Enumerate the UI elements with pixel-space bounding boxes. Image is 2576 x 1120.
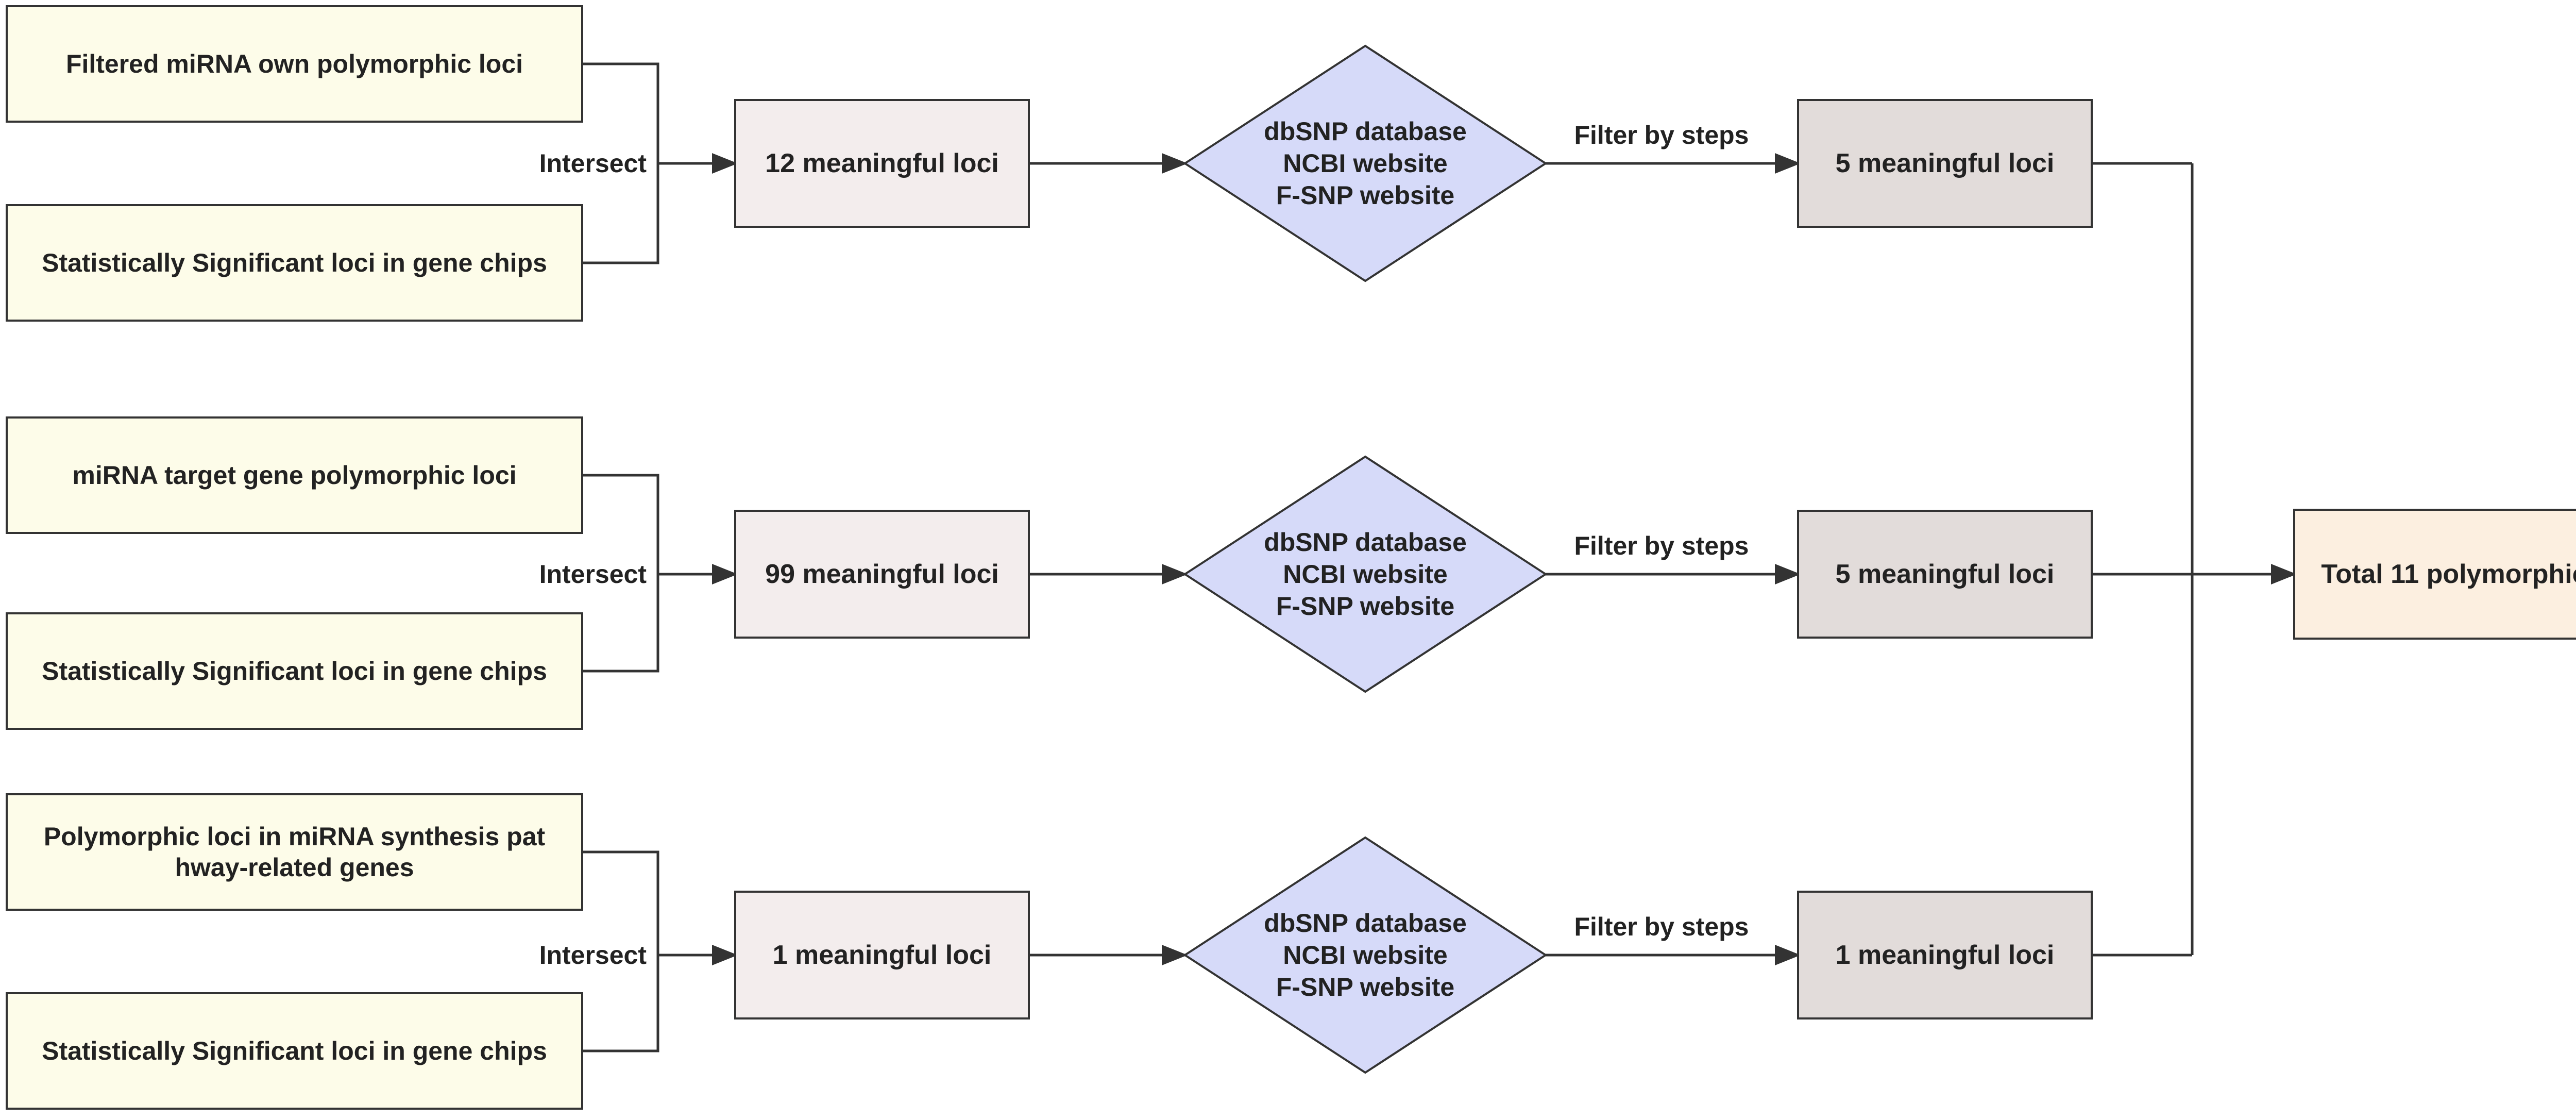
database-label: NCBI website (1283, 560, 1448, 589)
filtered-loci-label: 5 meaningful loci (1836, 559, 2055, 589)
database-label: F-SNP website (1276, 592, 1454, 621)
database-label: dbSNP database (1264, 909, 1467, 938)
database-label: F-SNP website (1276, 181, 1454, 210)
meaningful-loci-box (734, 510, 1030, 639)
filtered-loci-label: 5 meaningful loci (1836, 148, 2055, 178)
database-label: F-SNP website (1276, 973, 1454, 1001)
database-diamond (1183, 455, 1548, 693)
intersect-label: Intersect (539, 560, 647, 589)
source-box-b-label: Statistically Significant loci in gene c… (42, 1037, 547, 1065)
row-1: Filtered miRNA own polymorphic lociStati… (6, 5, 2093, 322)
total-box (2293, 509, 2576, 640)
source-box-a-label: miRNA target gene polymorphic loci (72, 461, 516, 490)
filtered-loci-label: 1 meaningful loci (1836, 940, 2055, 970)
source-box-a (6, 416, 583, 534)
source-box-b (6, 612, 583, 730)
meaningful-loci-label: 1 meaningful loci (773, 940, 992, 970)
intersect-label: Intersect (539, 149, 647, 178)
filter-label: Filter by steps (1574, 121, 1749, 149)
filter-label: Filter by steps (1574, 912, 1749, 941)
source-box-b (6, 204, 583, 322)
database-diamond (1183, 44, 1548, 282)
database-diamond (1183, 836, 1548, 1074)
filtered-loci-box (1797, 99, 2093, 228)
source-box-b (6, 992, 583, 1110)
filtered-loci-box (1797, 510, 2093, 639)
nodes: Filtered miRNA own polymorphic lociStati… (6, 5, 2576, 1110)
filter-label: Filter by steps (1574, 531, 1749, 560)
intersect-label: Intersect (539, 941, 647, 969)
source-box-b-label: Statistically Significant loci in gene c… (42, 657, 547, 686)
source-box-a-label: Polymorphic loci in miRNA synthesis pat (44, 822, 546, 851)
database-label: NCBI website (1283, 149, 1448, 178)
source-box-b-label: Statistically Significant loci in gene c… (42, 248, 547, 277)
row-2: miRNA target gene polymorphic lociStatis… (6, 416, 2093, 730)
source-box-a (6, 5, 583, 123)
row-3: Polymorphic loci in miRNA synthesis path… (6, 793, 2093, 1110)
filtered-loci-box (1797, 891, 2093, 1019)
database-label: dbSNP database (1264, 528, 1467, 557)
meaningful-loci-box (734, 891, 1030, 1019)
meaningful-loci-label: 12 meaningful loci (765, 148, 999, 178)
database-label: dbSNP database (1264, 117, 1467, 146)
intersect-bracket (582, 850, 659, 1052)
total-label: Total 11 polymorphic loci (2321, 559, 2576, 589)
source-box-a (6, 793, 583, 911)
database-label: NCBI website (1283, 941, 1448, 969)
source-box-a-label: Filtered miRNA own polymorphic loci (66, 49, 523, 78)
connectors (582, 62, 2297, 1052)
meaningful-loci-label: 99 meaningful loci (765, 559, 999, 589)
meaningful-loci-box (734, 99, 1030, 228)
source-box-a-label: hway-related genes (175, 853, 414, 882)
